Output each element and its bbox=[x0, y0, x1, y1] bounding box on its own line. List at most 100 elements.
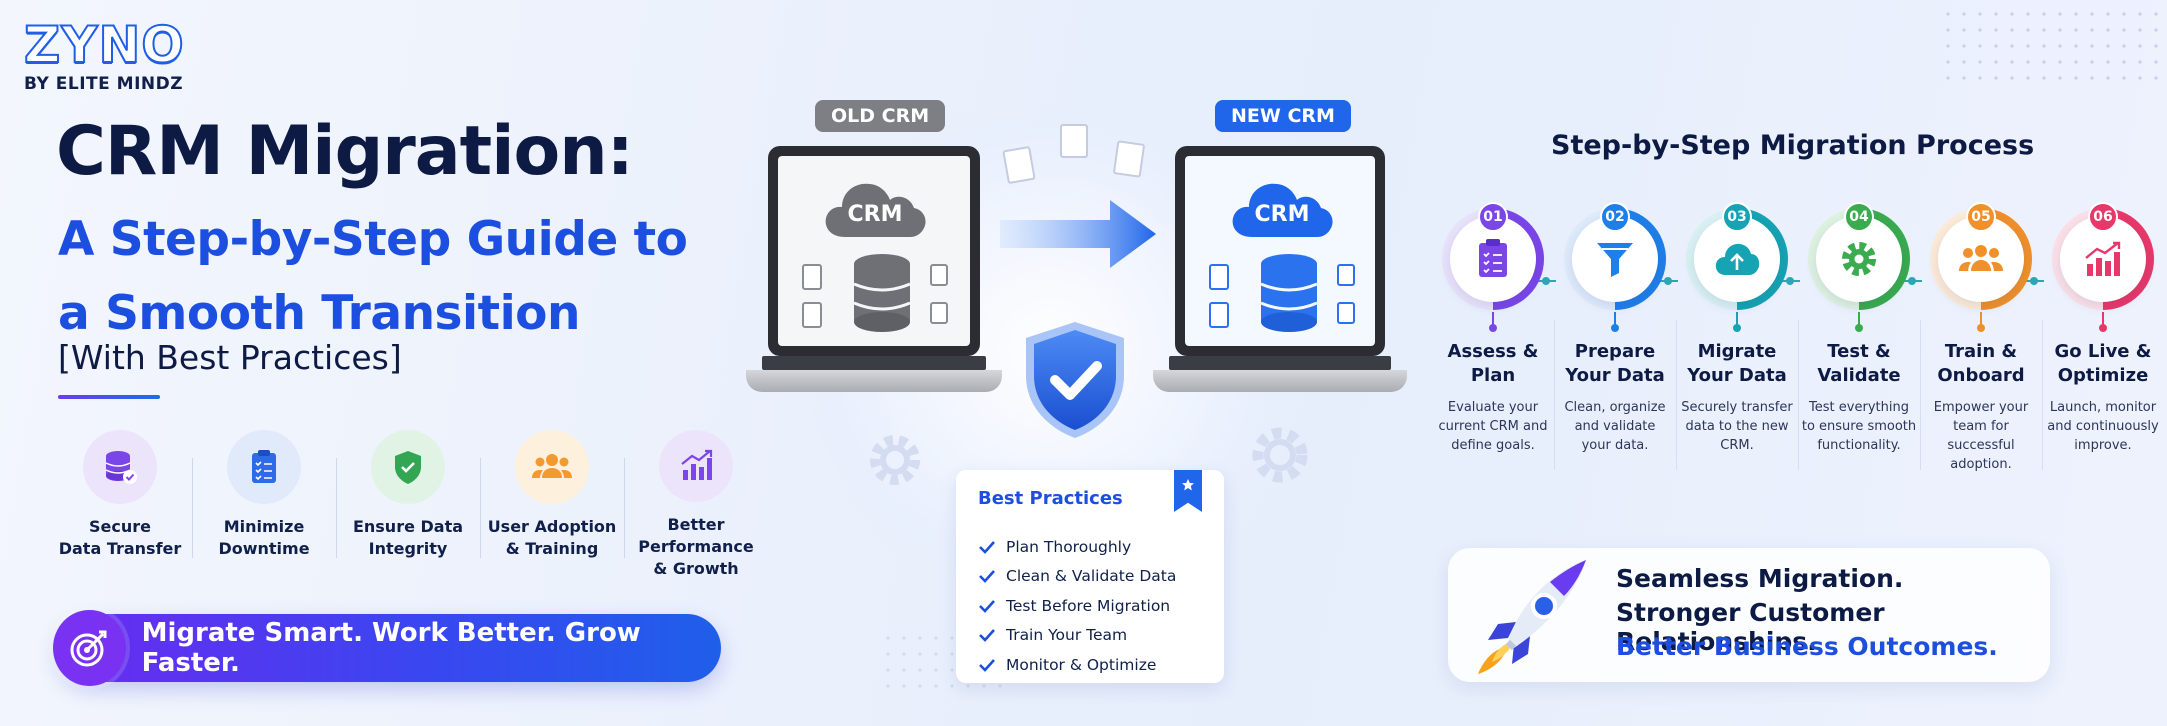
step-test-validate: 04 Test & Validate Test everything to en… bbox=[1798, 202, 1920, 455]
laptop-base bbox=[746, 370, 1002, 392]
list-item: Monitor & Optimize bbox=[978, 650, 1176, 680]
step-description: Empower your team for successful adoptio… bbox=[1933, 400, 2029, 472]
list-item: Train Your Team bbox=[978, 621, 1176, 651]
gear-icon bbox=[1252, 427, 1308, 483]
promo-line-2: Stronger Customer Relationships. bbox=[1616, 598, 1885, 656]
promo-card: Seamless Migration. Stronger Customer Re… bbox=[1448, 548, 2050, 682]
step-number: 03 bbox=[1722, 202, 1752, 232]
step-connector bbox=[1780, 277, 1800, 285]
database-icon bbox=[853, 254, 911, 332]
shield-check-icon bbox=[371, 430, 445, 504]
logo-tagline: BY ELITE MINDZ bbox=[24, 74, 184, 94]
process-title: Step-by-Step Migration Process bbox=[1551, 130, 2035, 161]
title-tag: [With Best Practices] bbox=[58, 338, 402, 377]
logo-wordmark: ZYNO bbox=[23, 16, 185, 74]
best-practices-list: Plan Thoroughly Clean & Validate Data Te… bbox=[978, 532, 1176, 680]
file-icon bbox=[1209, 302, 1229, 328]
brand-logo[interactable]: ZYNO BY ELITE MINDZ bbox=[23, 16, 185, 94]
step-assess-plan: 01 Assess & Plan Evaluate your current C… bbox=[1432, 202, 1554, 455]
chart-up-icon bbox=[659, 430, 733, 502]
process-steps: 01 Assess & Plan Evaluate your current C… bbox=[1432, 202, 2159, 478]
feature-minimize-downtime: Minimize Downtime bbox=[192, 430, 336, 580]
file-icon bbox=[1337, 264, 1355, 286]
check-icon bbox=[979, 570, 995, 584]
shield-check-icon bbox=[1026, 322, 1124, 438]
list-item: Test Before Migration bbox=[978, 591, 1176, 621]
step-description: Launch, monitor and continuously improve… bbox=[2047, 400, 2159, 453]
step-title: Assess & Plan bbox=[1447, 341, 1539, 386]
target-icon bbox=[53, 610, 126, 686]
new-crm-label: CRM bbox=[1254, 202, 1310, 227]
file-icon bbox=[1002, 145, 1036, 185]
best-practices-title: Best Practices bbox=[978, 488, 1123, 509]
subtitle-line-1: A Step-by-Step Guide to bbox=[58, 212, 688, 267]
users-icon bbox=[515, 430, 589, 504]
step-migrate-data: 03 Migrate Your Data Securely transfer d… bbox=[1676, 202, 1798, 455]
step-description: Securely transfer data to the new CRM. bbox=[1681, 400, 1793, 453]
promo-line-3: Better Business Outcomes. bbox=[1616, 632, 1998, 661]
dot-pattern bbox=[1940, 6, 2160, 86]
feature-data-integrity: Ensure Data Integrity bbox=[336, 430, 480, 580]
feature-secure-transfer: Secure Data Transfer bbox=[48, 430, 192, 580]
cloud-upload-icon bbox=[1694, 216, 1780, 302]
list-item-text: Monitor & Optimize bbox=[1006, 655, 1157, 674]
cta-banner[interactable]: Migrate Smart. Work Better. Grow Faster. bbox=[53, 610, 721, 686]
step-description: Evaluate your current CRM and define goa… bbox=[1438, 400, 1548, 453]
page-subtitle: A Step-by-Step Guide to a Smooth Transit… bbox=[58, 203, 688, 351]
list-item: Plan Thoroughly bbox=[978, 532, 1176, 562]
step-connector bbox=[2024, 277, 2044, 285]
new-crm-badge: NEW CRM bbox=[1215, 100, 1351, 132]
check-icon bbox=[979, 540, 995, 554]
promo-line-1: Seamless Migration. bbox=[1616, 564, 1904, 593]
step-description: Test everything to ensure smooth functio… bbox=[1801, 400, 1917, 453]
transfer-arrow-icon bbox=[1000, 200, 1156, 268]
page-title: CRM Migration: bbox=[56, 112, 634, 191]
step-connector bbox=[1658, 277, 1678, 285]
step-train-onboard: 05 Train & Onboard Empower your team for… bbox=[1920, 202, 2042, 474]
feature-label: User Adoption & Training bbox=[487, 517, 617, 558]
laptop-keyboard bbox=[1169, 356, 1391, 370]
bookmark-star-icon bbox=[1174, 470, 1202, 512]
old-crm-laptop: CRM bbox=[746, 146, 1002, 392]
step-number: 05 bbox=[1966, 202, 1996, 232]
clipboard-icon bbox=[227, 430, 301, 504]
step-title: Test & Validate bbox=[1817, 341, 1901, 386]
feature-performance-growth: Better Performance & Growth bbox=[624, 430, 768, 580]
feature-user-adoption: User Adoption & Training bbox=[480, 430, 624, 580]
cloud-icon bbox=[825, 183, 926, 237]
list-item-text: Plan Thoroughly bbox=[1006, 537, 1132, 556]
step-description: Clean, organize and validate your data. bbox=[1564, 400, 1666, 453]
file-icon bbox=[1112, 140, 1146, 178]
step-number: 01 bbox=[1478, 202, 1508, 232]
cloud-icon bbox=[1232, 183, 1333, 237]
check-icon bbox=[979, 599, 995, 613]
subtitle-line-2: a Smooth Transition bbox=[58, 286, 580, 341]
cta-text: Migrate Smart. Work Better. Grow Faster. bbox=[141, 618, 641, 678]
database-icon bbox=[83, 430, 157, 504]
step-number: 02 bbox=[1600, 202, 1630, 232]
laptop-keyboard bbox=[762, 356, 986, 370]
file-icon bbox=[930, 264, 948, 286]
list-item: Clean & Validate Data bbox=[978, 562, 1176, 592]
feature-label: Ensure Data Integrity bbox=[352, 517, 464, 558]
step-title: Go Live & Optimize bbox=[2054, 341, 2152, 386]
file-icon bbox=[1337, 302, 1355, 324]
feature-list: Secure Data Transfer Minimize Downtime E… bbox=[48, 430, 768, 580]
old-crm-badge: OLD CRM bbox=[815, 100, 946, 132]
step-title: Prepare Your Data bbox=[1565, 341, 1665, 386]
file-icon bbox=[1060, 124, 1088, 158]
step-prepare-data: 02 Prepare Your Data Clean, organize and… bbox=[1554, 202, 1676, 455]
title-underline bbox=[58, 395, 160, 399]
step-go-live: 06 Go Live & Optimize Launch, monitor an… bbox=[2042, 202, 2164, 455]
step-connector bbox=[1536, 277, 1556, 285]
list-item-text: Train Your Team bbox=[1006, 626, 1128, 645]
file-icon bbox=[802, 302, 822, 328]
old-crm-label: CRM bbox=[847, 202, 903, 227]
feature-label: Secure Data Transfer bbox=[58, 517, 182, 558]
list-item-text: Clean & Validate Data bbox=[1006, 567, 1177, 586]
rocket-icon bbox=[1478, 560, 1586, 674]
file-icon bbox=[1209, 264, 1229, 290]
gear-icon bbox=[870, 435, 920, 485]
file-icon bbox=[930, 302, 948, 324]
step-number: 06 bbox=[2088, 202, 2118, 232]
